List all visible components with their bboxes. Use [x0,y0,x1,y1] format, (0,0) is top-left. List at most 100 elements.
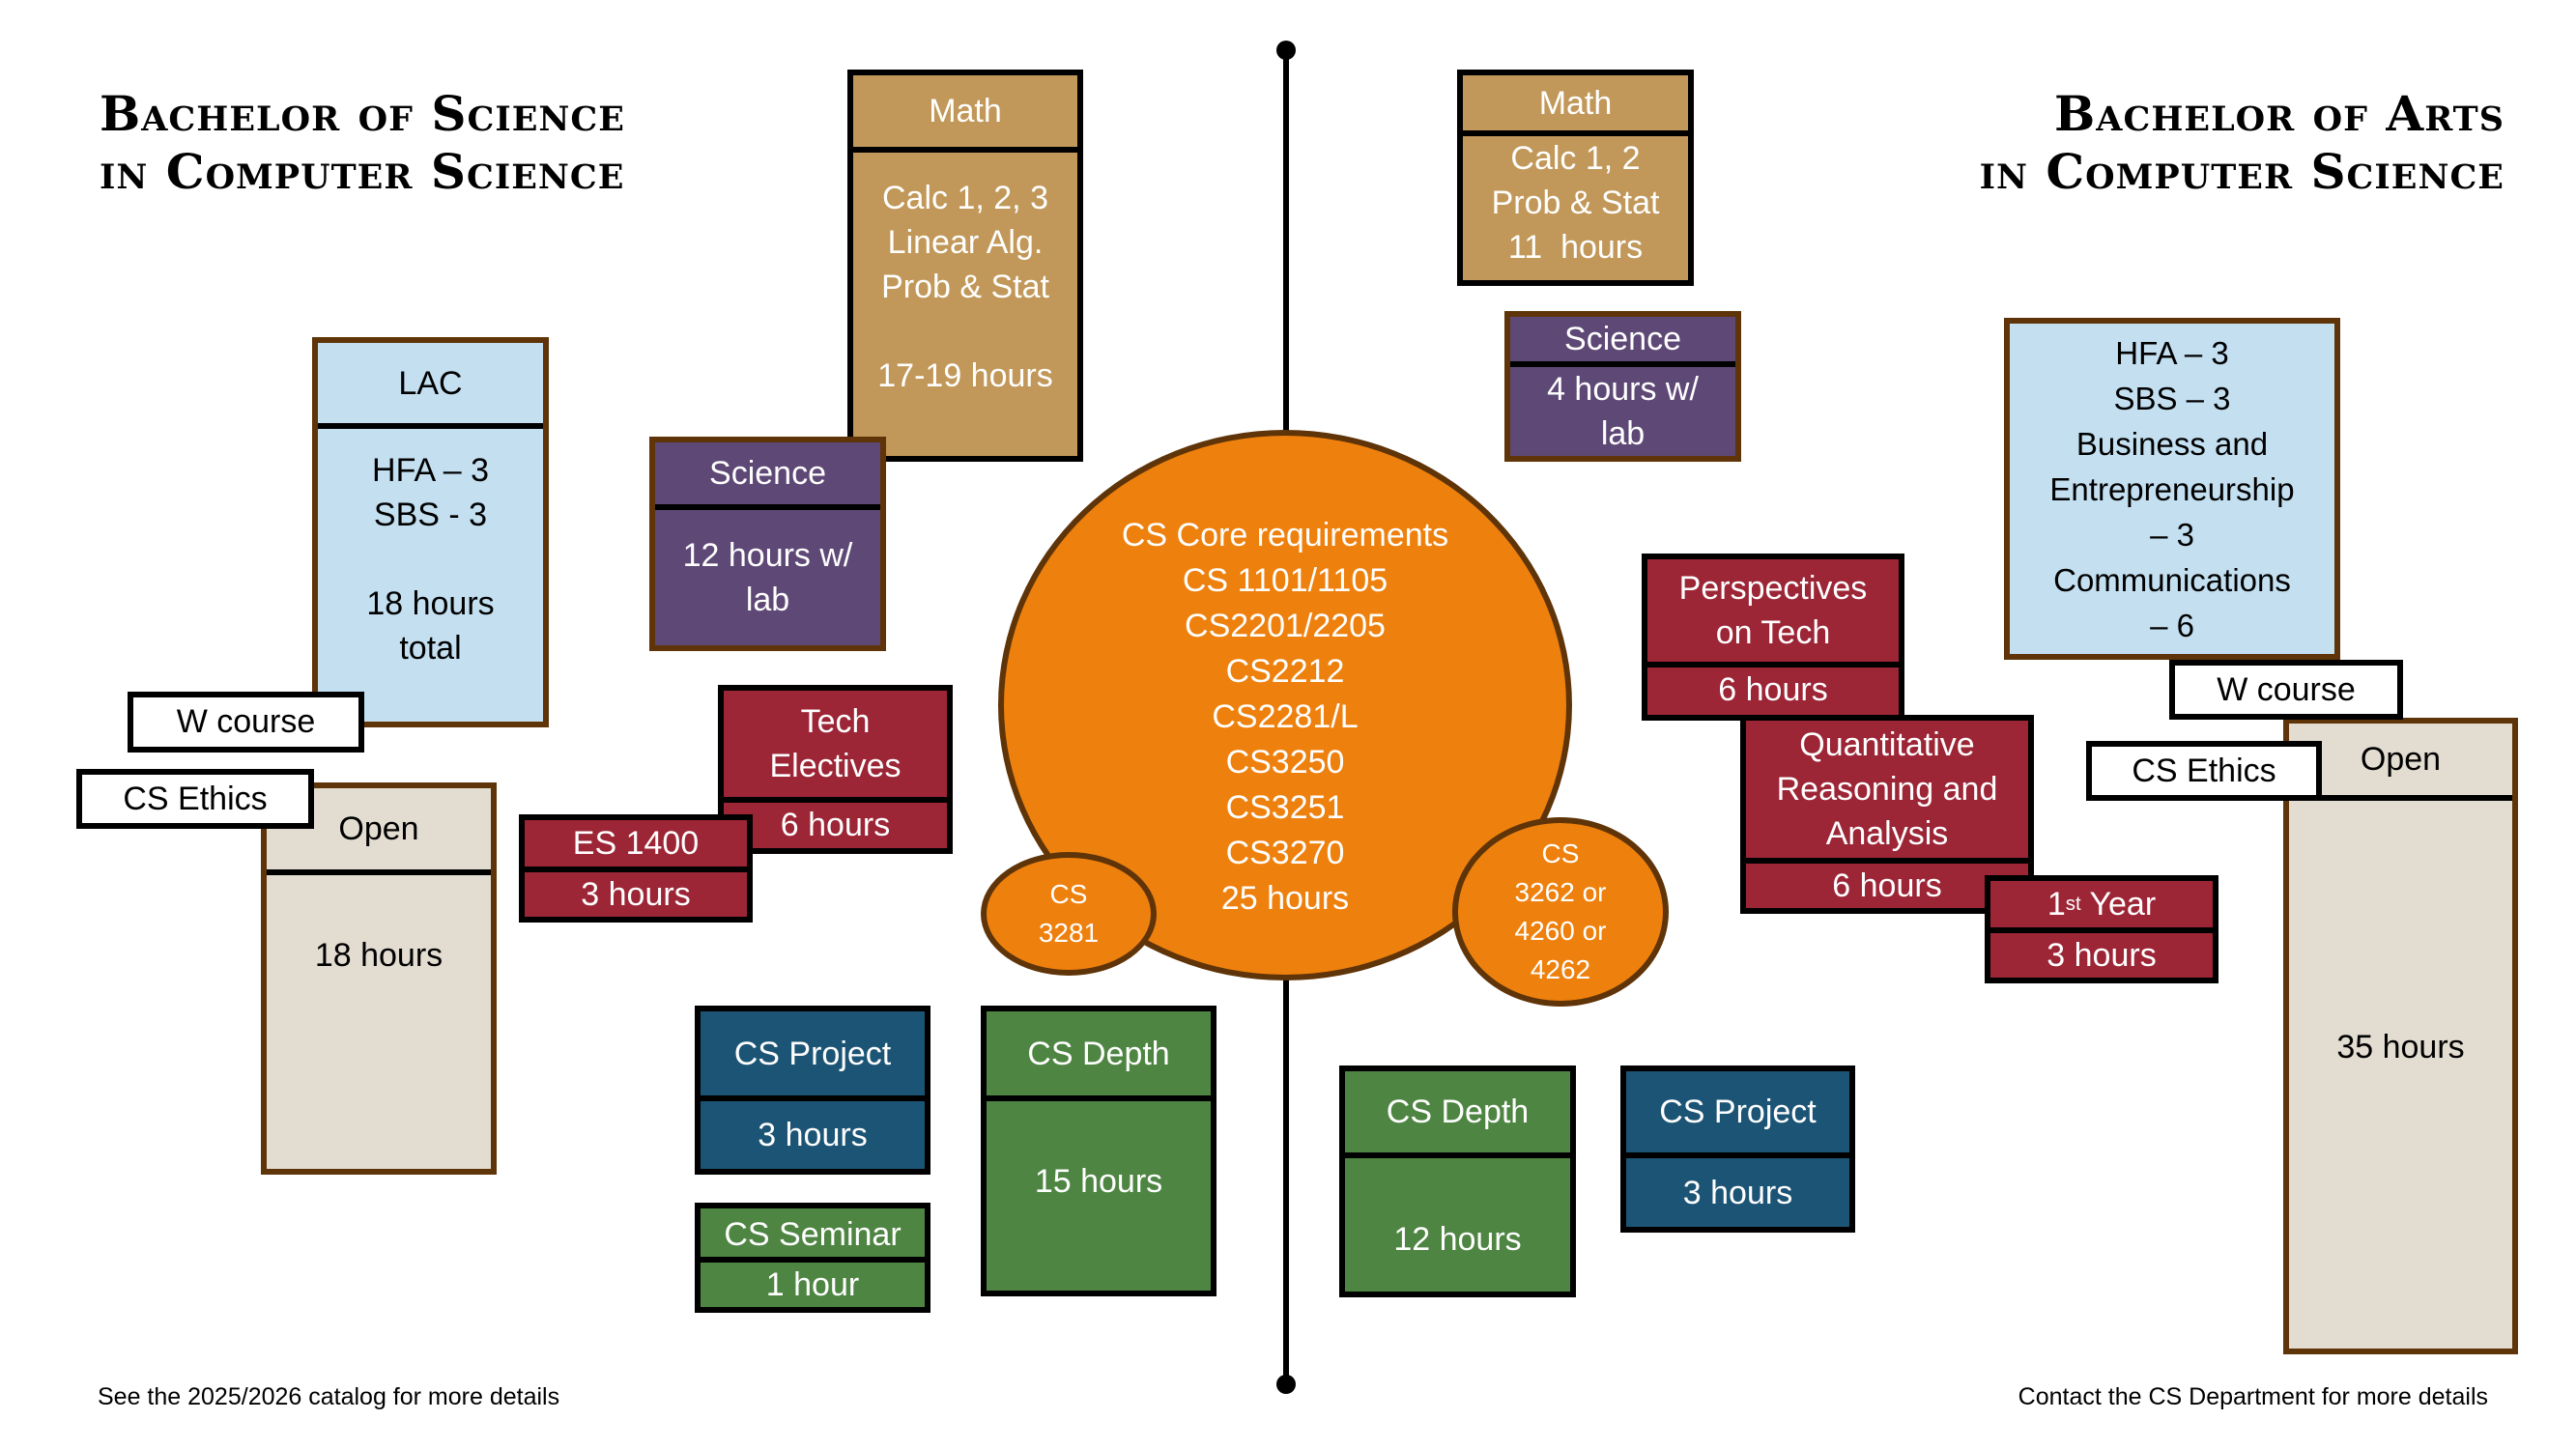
bs-math-box: Math Calc 1, 2, 3 Linear Alg. Prob & Sta… [847,70,1083,462]
ba-math-line: Prob & Stat [1491,185,1660,221]
bs-tech-electives-hours: 6 hours [780,807,891,843]
ba-science-line: lab [1600,415,1646,452]
ba-lac-line: Communications [2053,561,2291,598]
ba-title-line-2: in Computer Science [1979,143,2504,200]
cs3281-line: CS [1049,879,1088,909]
core-hours: 25 hours [1220,880,1350,917]
bs-lac-body: HFA – 3 SBS - 3 18 hours total [318,429,543,722]
cs-choice-line: 3262 or [1514,877,1607,907]
ba-math-box: Math Calc 1, 2 Prob & Stat 11 hours [1457,70,1694,286]
ba-first-year-label: Year [2080,886,2157,923]
ba-science-line: 4 hours w/ [1547,371,1699,408]
core-line: CS Core requirements [1121,517,1449,554]
cs-choice-line: CS [1541,838,1580,868]
ba-lac-line: – 3 [2150,516,2194,553]
bs-cs-depth-box: CS Depth 15 hours [981,1006,1216,1296]
ba-math-line: Calc 1, 2 [1510,140,1641,177]
bs-math-line: Calc 1, 2, 3 [882,180,1048,216]
ba-lac-line: Entrepreneurship [2049,470,2295,507]
ba-title: Bachelor of Arts in Computer Science [1980,85,2504,201]
core-line: CS 1101/1105 [1182,562,1388,599]
cs-choice-line: 4260 or [1514,916,1607,946]
bs-tech-electives-box: Tech Electives 6 hours [718,685,953,854]
ba-cs-project-header: CS Project [1626,1071,1849,1158]
footer-contact-note: Contact the CS Department for more detai… [2018,1383,2488,1410]
ba-first-year-sup: st [2065,894,2081,915]
ba-perspectives-box: Perspectives on Tech 6 hours [1642,554,1904,721]
core-line: CS3270 [1225,835,1345,871]
bs-es1400-hours: 3 hours [581,876,691,913]
divider-bottom-dot [1276,1375,1296,1394]
ba-cs-project-box: CS Project 3 hours [1620,1065,1855,1233]
ba-quant-header-line: Reasoning and [1776,771,1998,808]
ba-cs-depth-box: CS Depth 12 hours [1339,1065,1576,1297]
cs-choice-line: 4262 [1530,954,1591,984]
cs-elective-choice-circle: CS 3262 or 4260 or 4262 [1452,817,1669,1007]
ba-perspectives-header-line: Perspectives [1678,570,1868,607]
ba-perspectives-header: Perspectives on Tech [1647,559,1899,668]
ba-science-body: 4 hours w/ lab [1510,367,1735,456]
bs-math-header: Math [853,75,1077,153]
bs-science-header: Science [655,442,880,510]
bs-cs-project-box: CS Project 3 hours [695,1006,930,1175]
bs-lac-box: LAC HFA – 3 SBS - 3 18 hours total [312,337,549,727]
bs-science-line: 12 hours w/ [682,537,853,574]
ba-science-header: Science [1510,317,1735,367]
ba-lac-line: Business and [2075,425,2269,462]
ba-first-year-num: 1 [2046,886,2066,923]
ba-open-box: Open 35 hours [2283,718,2518,1354]
bs-cs-project-header: CS Project [701,1011,925,1101]
ba-perspectives-header-line: on Tech [1715,614,1831,651]
bs-es1400-header: ES 1400 [525,820,747,872]
core-line: CS2281/L [1212,698,1359,735]
core-line: CS2201/2205 [1185,608,1386,644]
cs3281-line: 3281 [1038,918,1100,948]
ba-lac-box: HFA – 3 SBS – 3 Business and Entrepreneu… [2004,318,2340,660]
bs-open-box: Open 18 hours [261,782,497,1175]
ba-cs-ethics-tag: CS Ethics [2086,741,2322,801]
bs-tech-electives-header-line: Electives [769,748,902,784]
ba-first-year-hours: 3 hours [2046,937,2157,974]
bs-tech-electives-header-line: Tech [800,703,871,740]
ba-quant-header-line: Analysis [1825,815,1949,852]
bs-cs-ethics-tag: CS Ethics [76,769,314,829]
ba-cs-project-hours: 3 hours [1682,1174,1793,1211]
ba-w-course-tag: W course [2169,660,2403,720]
bs-cs-depth-header: CS Depth [987,1011,1211,1101]
bs-es1400-box: ES 1400 3 hours [519,814,753,923]
bs-lac-line: total [399,630,462,667]
bs-title-line-2: in Computer Science [100,143,625,200]
ba-open-hours: 35 hours [2336,1029,2465,1065]
bs-open-hours: 18 hours [314,937,444,974]
ba-open-header: Open [2289,724,2512,801]
bs-science-line: lab [745,582,790,618]
ba-math-hours: 11 hours [1507,229,1644,266]
bs-math-line: Linear Alg. [887,224,1044,261]
bs-science-body: 12 hours w/ lab [655,510,880,645]
ba-cs-depth-hours: 12 hours [1393,1221,1522,1258]
ba-cs-depth-header: CS Depth [1345,1071,1570,1158]
bs-science-box: Science 12 hours w/ lab [649,437,886,651]
bs-cs-seminar-box: CS Seminar 1 hour [695,1203,930,1313]
ba-quant-header: Quantitative Reasoning and Analysis [1746,721,2028,864]
bs-tech-electives-header: Tech Electives [724,691,947,803]
ba-science-box: Science 4 hours w/ lab [1504,311,1741,462]
ba-title-line-1: Bachelor of Arts [2054,85,2504,142]
bs-math-line: Prob & Stat [881,269,1049,305]
ba-quant-header-line: Quantitative [1799,726,1975,763]
core-line: CS3251 [1225,789,1345,826]
bs-lac-line: HFA – 3 [372,452,489,489]
bs-cs-depth-hours: 15 hours [1034,1163,1163,1200]
core-line: CS3250 [1225,744,1345,781]
ba-math-header: Math [1463,75,1688,136]
ba-perspectives-hours: 6 hours [1718,671,1828,708]
bs-title-line-1: Bachelor of Science [100,85,625,142]
bs-title: Bachelor of Science in Computer Science [100,85,625,201]
bs-lac-line: SBS - 3 [373,497,488,533]
cs3281-circle: CS 3281 [981,852,1157,976]
bs-math-body: Calc 1, 2, 3 Linear Alg. Prob & Stat 17-… [853,153,1077,456]
bs-open-header: Open [267,788,491,875]
bs-lac-header: LAC [318,343,543,429]
bs-math-hours: 17-19 hours [877,357,1053,394]
